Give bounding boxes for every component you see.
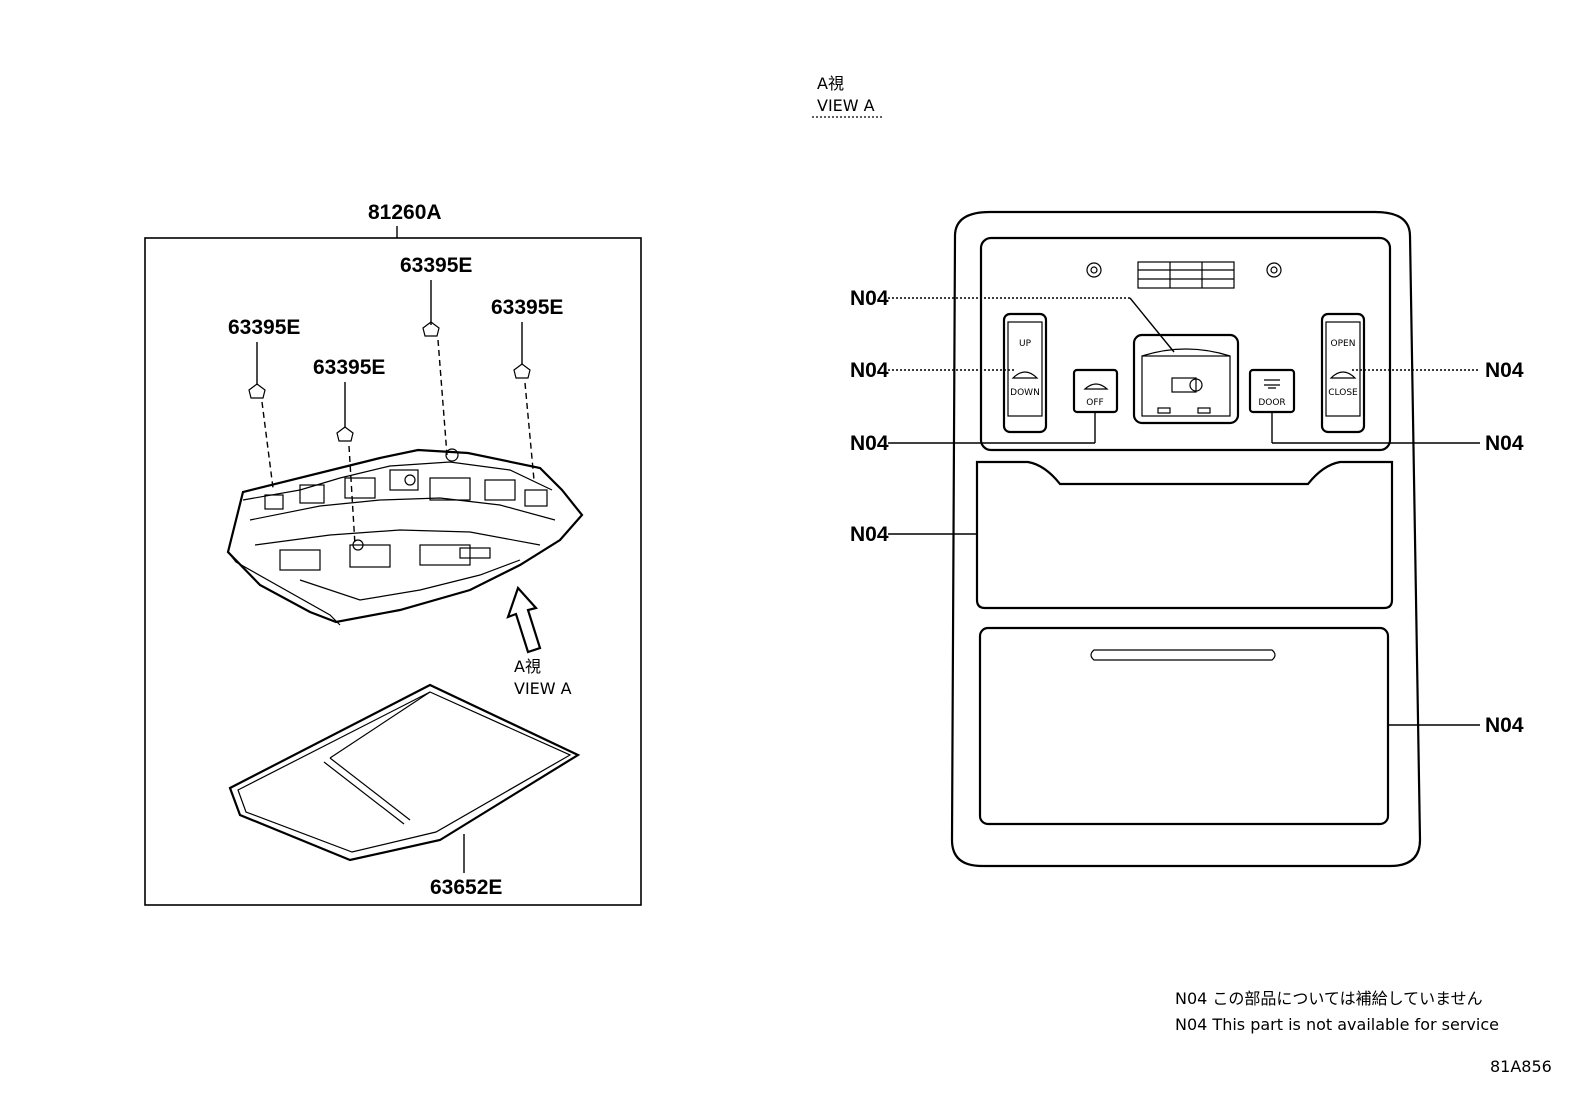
note-en: N04 This part is not available for servi… bbox=[1175, 1015, 1499, 1034]
svg-text:DOWN: DOWN bbox=[1010, 388, 1040, 398]
svg-text:N04: N04 bbox=[1485, 359, 1524, 382]
center-light-switch bbox=[1132, 333, 1240, 425]
sunshade-switch: UP DOWN bbox=[1002, 312, 1048, 434]
clip-right: 63395E bbox=[491, 296, 563, 481]
svg-text:N04: N04 bbox=[1485, 432, 1524, 455]
svg-text:CLOSE: CLOSE bbox=[1328, 388, 1358, 398]
clip-top: 63395E bbox=[400, 254, 472, 456]
n04-callout-center-light: N04 bbox=[850, 287, 1175, 353]
sensor-grille bbox=[1137, 261, 1235, 289]
svg-text:A視: A視 bbox=[514, 657, 541, 676]
lens-63652E: 63652E bbox=[228, 683, 581, 899]
svg-text:63395E: 63395E bbox=[228, 316, 300, 339]
note-jp: N04 この部品については補給していません bbox=[1175, 989, 1483, 1008]
callout-81260A: 81260A bbox=[368, 201, 442, 224]
svg-text:63652E: 63652E bbox=[430, 876, 502, 899]
svg-text:A視: A視 bbox=[817, 74, 844, 93]
view-a-heading: A視 VIEW A bbox=[812, 74, 882, 118]
svg-text:UP: UP bbox=[1019, 339, 1032, 349]
clip-left: 63395E bbox=[228, 316, 300, 489]
clip-mid: 63395E bbox=[313, 356, 385, 546]
svg-text:N04: N04 bbox=[850, 359, 889, 382]
svg-text:N04: N04 bbox=[850, 287, 889, 310]
lower-panel bbox=[978, 626, 1390, 826]
figure-code: 81A856 bbox=[1490, 1057, 1552, 1076]
door-button: DOOR bbox=[1248, 368, 1296, 414]
view-a-arrow: A視 VIEW A bbox=[506, 585, 572, 698]
n04-callout-lower: N04 bbox=[1388, 714, 1524, 737]
svg-text:63395E: 63395E bbox=[400, 254, 472, 277]
svg-text:OPEN: OPEN bbox=[1331, 339, 1356, 349]
console-housing bbox=[226, 448, 584, 626]
console-bezel bbox=[950, 210, 1422, 868]
n04-callout-off: N04 bbox=[850, 412, 1096, 455]
svg-text:OFF: OFF bbox=[1086, 398, 1103, 408]
svg-text:N04: N04 bbox=[1485, 714, 1524, 737]
sunglass-holder bbox=[975, 460, 1394, 610]
svg-text:VIEW A: VIEW A bbox=[514, 679, 572, 698]
assembly-frame bbox=[144, 237, 642, 906]
n04-callout-door: N04 bbox=[1271, 412, 1524, 455]
n04-callout-sunroof: N04 bbox=[1352, 359, 1524, 382]
switch-panel bbox=[979, 236, 1392, 452]
n04-callout-holder: N04 bbox=[850, 523, 977, 546]
svg-text:VIEW A: VIEW A bbox=[817, 96, 875, 115]
svg-text:N04: N04 bbox=[850, 523, 889, 546]
off-button: OFF bbox=[1072, 368, 1119, 414]
svg-text:63395E: 63395E bbox=[313, 356, 385, 379]
svg-text:63395E: 63395E bbox=[491, 296, 563, 319]
svg-text:N04: N04 bbox=[850, 432, 889, 455]
svg-text:DOOR: DOOR bbox=[1258, 398, 1285, 408]
sunroof-switch: OPEN CLOSE bbox=[1320, 312, 1366, 434]
n04-callout-sunshade: N04 bbox=[850, 359, 1014, 382]
